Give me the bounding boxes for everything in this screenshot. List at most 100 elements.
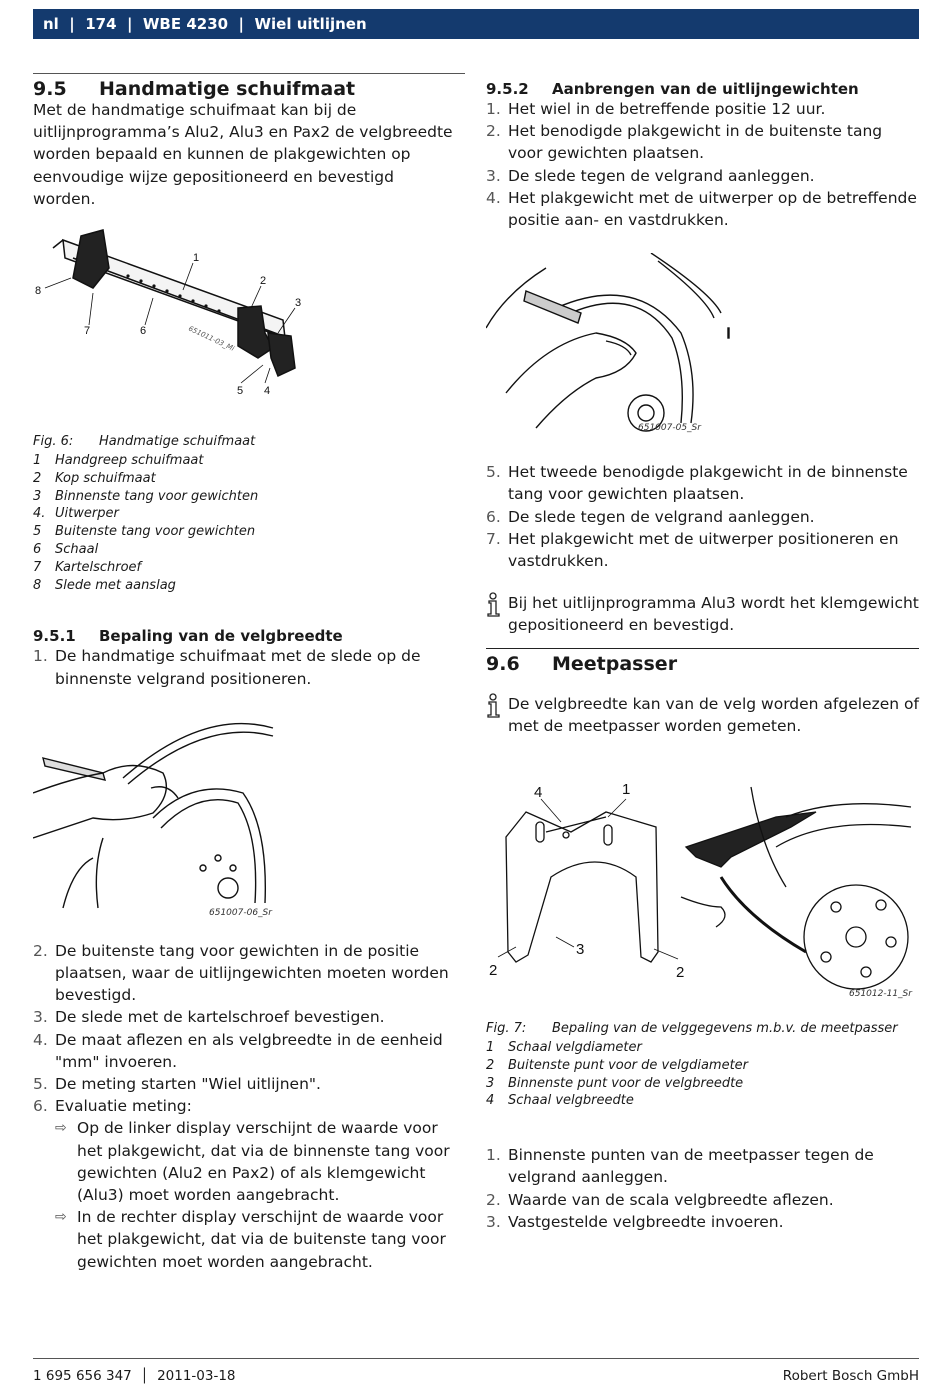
right-column: 9.5.2 Aanbrengen van de uitlijngewichten… (486, 60, 919, 1233)
step-item: 6.Evaluatie meting: (33, 1097, 192, 1116)
legend-item: 4.Uitwerper (33, 506, 119, 522)
section-number: 9.6 (486, 652, 520, 675)
step-item: 3.Vastgestelde velgbreedte invoeren. (486, 1212, 784, 1231)
info-icon (486, 692, 508, 737)
fig7-label-2b: 2 (676, 964, 684, 981)
step-list-uitlijngewichten-cont: 5.Het tweede benodigde plakgewicht in de… (486, 461, 919, 572)
info-note: De velgbreedte kan van de velg worden af… (486, 692, 919, 737)
header-model: WBE 4230 (142, 15, 229, 33)
fig6-label-2: 2 (260, 275, 266, 287)
step-item: 7.Het plakgewicht met de uitwerper posit… (486, 529, 899, 571)
subsection-number: 9.5.2 (486, 80, 529, 98)
section-rule (33, 73, 465, 74)
info-note: Bij het uitlijnprogramma Alu3 wordt het … (486, 592, 919, 636)
fig6-caption-title: Handmatige schuifmaat (99, 434, 256, 450)
subsection-heading-9-5-2: 9.5.2 Aanbrengen van de uitlijngewichten (486, 80, 919, 98)
fig6-label-4: 4 (264, 385, 270, 397)
page-header: nl | 174 | WBE 4230 | Wiel uitlijnen (33, 9, 919, 39)
step-list-velgbreedte: 1.De handmatige schuifmaat met de slede … (33, 645, 453, 689)
header-section: Wiel uitlijnen (254, 15, 367, 33)
footer-date: 2011-03-18 (157, 1368, 236, 1384)
header-page-number: 174 (85, 15, 117, 33)
step-list-meetpasser: 1.Binnenste punten van de meetpasser teg… (486, 1144, 919, 1233)
step-item: 2.Het benodigde plakgewicht in de buiten… (486, 122, 883, 163)
figure-caliper: 1 2 3 4 5 6 7 8 651011-03_Mi (33, 228, 465, 408)
result-item: ⇨Op de linker display verschijnt de waar… (33, 1117, 453, 1206)
footer-doc-number: 1 695 656 347 (33, 1368, 132, 1384)
step-item: 4.Het plakgewicht met de uitwerper op de… (486, 188, 917, 230)
left-column: 9.5 Handmatige schuifmaat Met de handmat… (33, 60, 465, 1273)
subsection-heading-9-5-1: 9.5.1 Bepaling van de velgbreedte (33, 627, 465, 645)
wheel-hand-drawing (33, 722, 274, 908)
page-footer: 1 695 656 347 │ 2011-03-18 Robert Bosch … (33, 1358, 919, 1384)
fig-a-id: 651007-06_Sr (209, 907, 272, 918)
fig-b-id: 651007-05_Sr (638, 423, 701, 434)
fig7-id: 651012-11_Sr (849, 989, 912, 1000)
fig7-label-3: 3 (576, 941, 584, 958)
fig7-caption: Fig. 7: Bepaling van de velggegevens m.b… (486, 1021, 919, 1036)
step-item: 5.De meting starten "Wiel uitlijnen". (33, 1075, 321, 1094)
step-item: 3.De slede met de kartelschroef bevestig… (33, 1008, 385, 1027)
step-item: 1.Binnenste punten van de meetpasser teg… (486, 1146, 874, 1187)
fig7-label-4: 4 (534, 784, 542, 801)
fig6-label-5: 5 (237, 385, 243, 397)
section-rule (486, 647, 919, 649)
fig7-caption-number: Fig. 7: (486, 1021, 527, 1037)
fig7-label-2a: 2 (489, 962, 497, 979)
step-item: 5.Het tweede benodigde plakgewicht in de… (486, 463, 908, 504)
arrow-right-icon: ⇨ (55, 1120, 67, 1137)
footer-company: Robert Bosch GmbH (782, 1368, 919, 1384)
figure-caliper-on-wheel: 651007-06_Sr (33, 718, 465, 928)
header-lang: nl (43, 15, 59, 33)
section-title: Handmatige schuifmaat (99, 78, 356, 100)
footer-left: 1 695 656 347 │ 2011-03-18 (33, 1368, 236, 1384)
fig6-id: 651011-03_Mi (187, 325, 235, 353)
fig7-label-1: 1 (622, 781, 630, 798)
step-item: 2.De buitenste tang voor gewichten in de… (33, 941, 449, 1005)
fig6-caption-number: Fig. 6: (33, 434, 74, 450)
intro-paragraph: Met de handmatige schuifmaat kan bij de … (33, 101, 453, 208)
fig6-label-3: 3 (295, 297, 301, 309)
step-list-uitlijngewichten: 1.Het wiel in de betreffende positie 12 … (486, 98, 919, 231)
arrow-right-icon: ⇨ (55, 1209, 67, 1226)
result-item: ⇨In de rechter display verschijnt de waa… (33, 1206, 453, 1273)
section-heading-9-6: 9.6 Meetpasser (486, 653, 919, 675)
subsection-number: 9.5.1 (33, 627, 76, 646)
section-title: Meetpasser (552, 652, 678, 675)
step-item: 3.De slede tegen de velgrand aanleggen. (486, 166, 815, 185)
step-item: 1.De handmatige schuifmaat met de slede … (33, 647, 421, 688)
step-item: 1.Het wiel in de betreffende positie 12 … (486, 100, 826, 118)
fig6-label-1: 1 (193, 252, 199, 264)
step-list-velgbreedte-cont: 2.De buitenste tang voor gewichten in de… (33, 940, 453, 1118)
step-item: 2.Waarde van de scala velgbreedte afleze… (486, 1190, 834, 1209)
caliper-drawing: 1 2 3 4 5 6 7 8 651011-03_Mi (35, 229, 301, 397)
step-item: 4.De maat aflezen en als velgbreedte in … (33, 1030, 443, 1071)
step-item: 6.De slede tegen de velgrand aanleggen. (486, 507, 815, 526)
fig6-label-8: 8 (35, 285, 41, 297)
meetpasser-drawing: 4 1 3 2 2 (489, 781, 912, 990)
fig6-caption: Fig. 6: Handmatige schuifmaat (33, 434, 465, 449)
fig7-caption-title: Bepaling van de velggegevens m.b.v. de m… (552, 1021, 898, 1037)
info-icon (486, 592, 508, 636)
fig6-label-6: 6 (140, 325, 146, 337)
section-number: 9.5 (33, 78, 67, 100)
section-heading-9-5: 9.5 Handmatige schuifmaat (33, 78, 465, 100)
fig6-label-7: 7 (84, 325, 90, 337)
figure-applying-weight: 651007-05_Sr (486, 253, 919, 448)
subsection-title: Aanbrengen van de uitlijngewichten (552, 80, 859, 98)
subsection-title: Bepaling van de velgbreedte (99, 627, 343, 646)
weight-applying-drawing (486, 253, 730, 432)
